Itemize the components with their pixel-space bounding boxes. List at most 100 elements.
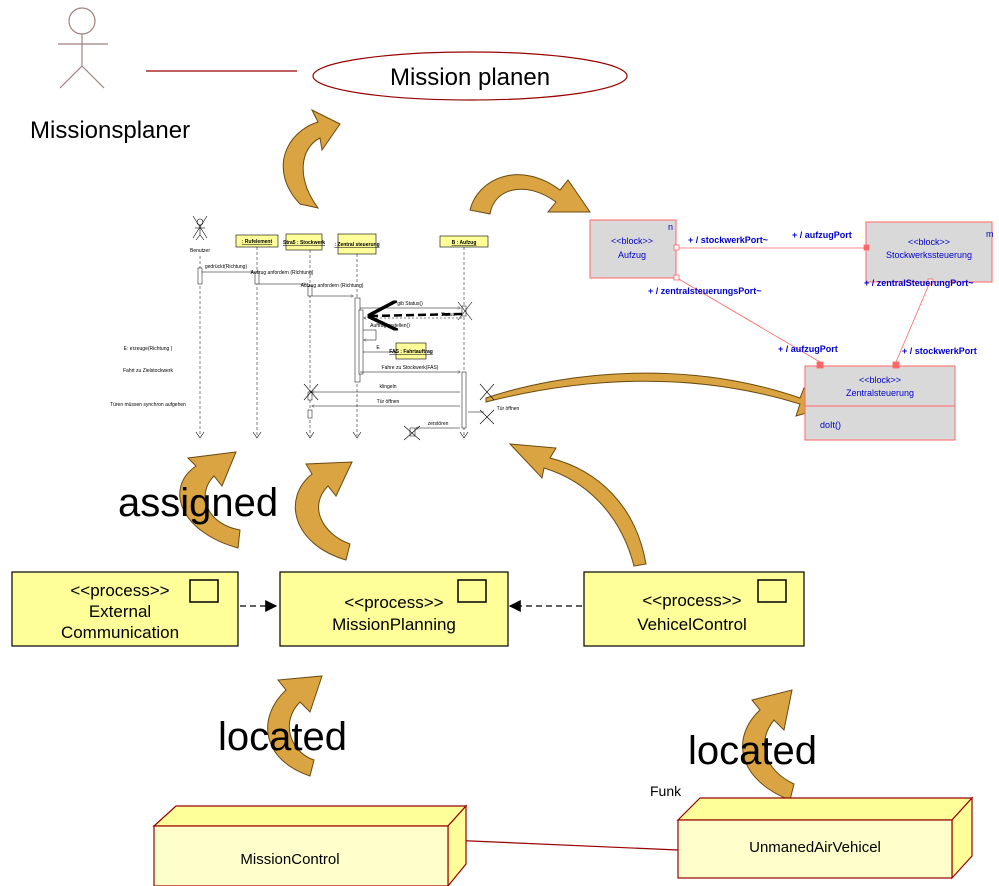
label-funk: Funk (650, 783, 682, 799)
lifeline-label-rufelement: : Rufelement (242, 239, 273, 245)
block-stockwerkssteuerung-stereotype: <<block>> (908, 237, 950, 247)
process-mission-planning[interactable]: <<process>> MissionPlanning (279, 571, 509, 647)
block-zentralsteuerung-name: Zentralsteuerung (846, 388, 914, 398)
block-zentralsteuerung[interactable] (804, 365, 956, 407)
process-vehicel-control[interactable]: <<process>> VehicelControl (583, 571, 805, 647)
lifelines (199, 247, 465, 436)
actor-leg-left (59, 65, 83, 89)
block-stockwerkssteuerung[interactable] (865, 221, 993, 283)
curved-arrow-5 (294, 461, 353, 561)
lifeline-label-aufzug: B : Aufzug (452, 240, 477, 246)
actor-missionsplaner[interactable]: Missionsplaner (30, 7, 190, 144)
label-located-1: located (218, 715, 347, 759)
fas-box (395, 342, 427, 360)
msg-label-12: zerstören (428, 421, 449, 427)
block-zentralsteuerung-ops (804, 405, 956, 441)
label-located-2: located (688, 729, 817, 773)
label-assigned: assigned (118, 481, 278, 525)
node-top (152, 805, 468, 827)
usecase-ellipse (312, 51, 628, 101)
port-label-4: + / zentralSteuerungPort~ (864, 278, 974, 288)
note-1: E: erzeuge(Richtung ) (124, 346, 173, 352)
seq-dashed-return (370, 314, 463, 316)
node-front (677, 819, 953, 879)
process-stereotype: <<process>> (642, 591, 741, 610)
usecase-mission-planen[interactable]: Mission planen (312, 51, 628, 101)
process-stereotype: <<process>> (344, 593, 443, 612)
seq-actor: Benutzer (190, 215, 210, 254)
node-name: MissionControl (240, 851, 339, 868)
curved-arrows (179, 108, 832, 801)
block-ports (673, 244, 934, 369)
msg-label-10: Tür öffnen (377, 399, 400, 405)
lifeline-head-stockwerk (285, 233, 323, 251)
block-aufzug[interactable] (589, 219, 677, 279)
actor-label: Missionsplaner (30, 117, 190, 144)
activations (197, 267, 467, 437)
process-stereotype: <<process>> (70, 581, 169, 600)
lifeline-label-stockwerk: Stra5 : Stockwerk (283, 240, 325, 246)
msg-label-11: Tür öffnen (497, 406, 520, 412)
curved-arrow-1 (282, 108, 341, 209)
block-stockwerkssteuerung-name: Stockwerkssteuerung (886, 250, 972, 260)
block-zentralsteuerung-stereotype: <<block>> (859, 375, 901, 385)
msg-label-1: gedrückt(Richtung) (205, 264, 248, 270)
process-icon (189, 579, 219, 603)
port-label-1: + / stockwerkPort~ (688, 235, 768, 245)
port-label-2: + / aufzugPort (792, 230, 852, 240)
note-2: Fahrt zu Zielstockwerk (123, 368, 174, 374)
msg-label-7: E (376, 345, 380, 351)
block-aufzug-name: Aufzug (618, 250, 646, 260)
block-zentralsteuerung-operation: doIt() (820, 420, 841, 430)
process-box (279, 571, 509, 647)
note-3: Türen müssen synchron aufgehen (110, 402, 186, 408)
msg-label-5: Status (441, 312, 456, 318)
lifeline-ends (195, 431, 469, 439)
node-mission-control[interactable]: MissionControl (152, 804, 468, 886)
curved-arrow-6 (508, 443, 647, 567)
node-link-funk (447, 839, 679, 851)
block-diagram[interactable]: <<block>> Aufzug n <<block>> Stockwerkss… (589, 219, 994, 441)
node-name: UnmanedAirVehicel (749, 839, 881, 856)
fas-label: FAS : Fahrtauftrag (389, 349, 433, 355)
curved-arrow-7 (267, 675, 323, 777)
actor-leg-right (81, 65, 105, 89)
process-icon (757, 579, 787, 603)
curved-arrow-3 (485, 372, 832, 417)
msg-label-6: Auftrag erstellen() (370, 323, 410, 329)
block-aufzug-stereotype: <<block>> (611, 236, 653, 246)
msg-label-3: Aufzug anfordern (Richtung) (301, 283, 364, 289)
sequence-diagram[interactable]: Benutzer : Rufelement Stra5 : Stockwerk … (110, 215, 520, 441)
port-label-3: + / zentralsteuerungsPort~ (648, 286, 762, 296)
process-name-line2: Communication (61, 623, 179, 642)
msg-label-2: Aufzug anfordern (Richtung) (251, 270, 314, 276)
process-box (11, 571, 239, 647)
actor-head (68, 7, 96, 35)
curved-arrow-2 (469, 174, 591, 215)
node-top (676, 797, 974, 821)
node-front (153, 825, 449, 886)
process-name-line1: VehicelControl (637, 615, 747, 634)
seq-actor-label: Benutzer (190, 248, 210, 254)
block-aufzug-corner: n (668, 222, 673, 232)
block-connectors (676, 247, 931, 363)
process-box (583, 571, 805, 647)
process-name-line1: External (89, 602, 151, 621)
lifeline-label-zentralsteuerung: : Zentral steuerung (334, 242, 379, 248)
block-stockwerkssteuerung-corner: m (986, 229, 994, 239)
msg-label-4: gib Status() (397, 301, 423, 307)
msg-label-9: klingeln (380, 384, 397, 390)
curved-arrow-8 (742, 689, 795, 801)
node-unmaned-air-vehicel[interactable]: UnmanedAirVehicel (676, 796, 974, 880)
process-icon (457, 579, 487, 603)
port-label-6: + / stockwerkPort (902, 346, 977, 356)
process-name-line1: MissionPlanning (332, 615, 456, 634)
usecase-label: Mission planen (390, 64, 550, 91)
process-external-communication[interactable]: <<process>> External Communication (11, 571, 239, 647)
msg-label-8: Fahre zu Stockwerk(FAS) (382, 365, 439, 371)
messages (202, 272, 484, 428)
destroy-x (303, 301, 495, 441)
curved-arrow-4 (179, 451, 241, 549)
port-label-5: + / aufzugPort (778, 344, 838, 354)
